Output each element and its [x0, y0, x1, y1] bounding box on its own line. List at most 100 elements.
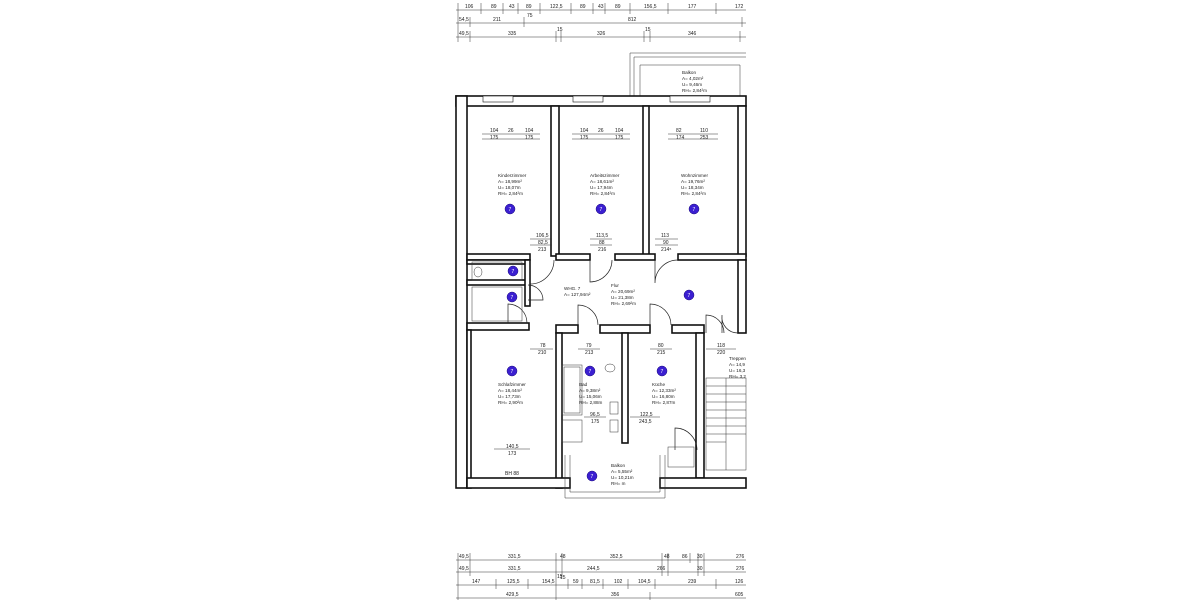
dim-top-row3-3: 15: [557, 27, 563, 33]
stair-perimeter: U= 16,3: [729, 368, 746, 373]
kueche-marker: [656, 365, 668, 377]
stair-height: RH= 3,2: [729, 374, 746, 379]
dim-bottom-row2-5: 266: [657, 566, 666, 572]
bad-marker: [584, 365, 596, 377]
dim-top-row3-1: 49,5: [459, 31, 469, 37]
dim-bottom-5: 48: [664, 554, 670, 560]
kueche-d1: 243,5: [639, 419, 652, 425]
dim-bottom-row2-1: 49,5: [459, 566, 469, 572]
door-dimensions-lower: 78 210 79 213 80 215 118 220: [530, 343, 736, 356]
room-flur: WHG. 7 A= 127,94m² Flur A= 20,69m² U= 21…: [564, 283, 695, 306]
arbeit-marker: [595, 203, 607, 215]
kitchen-counter-icon: [667, 446, 695, 468]
kinder-height: RH= 2,84²m: [498, 191, 523, 196]
bad-name: Bad: [579, 382, 588, 387]
dim-top-row3-5: 15: [645, 27, 651, 33]
door-wohn-c: 214⁵: [661, 247, 671, 253]
door-swings: [507, 259, 739, 451]
abstell-marker: [506, 291, 518, 303]
dim-top-1: 106: [465, 4, 474, 10]
abstell-marker-label: 7: [511, 295, 514, 301]
dim-top-8: 89: [615, 4, 621, 10]
door-bad-b: 213: [585, 350, 594, 356]
dim-top-11: 172: [735, 4, 744, 10]
dim-bottom-row3-4: 15: [560, 575, 566, 581]
door-arbeit-a: 113,5: [596, 233, 608, 239]
dim-bottom-row3-7: 102: [614, 579, 623, 585]
balkon-bottom-name: Balkon: [611, 463, 625, 468]
wohn-name: Wohnzimmer: [681, 173, 708, 178]
shower-icon: [561, 419, 583, 443]
kueche-area: A= 12,33m²: [652, 388, 676, 393]
kinder-w2: 26: [508, 128, 514, 134]
dim-bottom-row3-3: 154,5: [542, 579, 555, 585]
dim-bottom-row2-6: 30: [697, 566, 703, 572]
arbeit-d1: 175: [580, 135, 589, 141]
dim-bottom-row3-1: 147: [472, 579, 481, 585]
top-dimension-chain: 106 89 43 89 122,5 89 43 89 156,5 177 17…: [456, 3, 746, 42]
door-kueche-b: 215: [657, 350, 666, 356]
dim-top-10: 177: [688, 4, 697, 10]
kinder-name: Kinderzimmer: [498, 173, 527, 178]
room-abstell: 7: [506, 291, 518, 303]
schlaf-bh: BH 88: [505, 471, 519, 477]
kinder-d2: 175: [525, 135, 534, 141]
sink-icon: [609, 401, 619, 415]
dim-top-row2-3: 75: [527, 13, 533, 19]
dim-top-3: 43: [509, 4, 515, 10]
schlaf-w1: 140,5: [506, 444, 519, 450]
kinder-d1: 175: [490, 135, 499, 141]
balcony-top-area: A= 4,02m²: [682, 76, 704, 81]
kueche-name: Küche: [652, 382, 665, 387]
dim-bottom-row4-2: 356: [611, 592, 620, 598]
kinder-area: A= 18,99m²: [498, 179, 522, 184]
arbeit-w3: 104: [615, 128, 624, 134]
wohn-w2: 110: [700, 128, 708, 134]
room-wohnzimmer: 82 110 174 253 Wohnzimmer A= 19,76m² U= …: [668, 128, 718, 215]
schlaf-area: A= 18,44m²: [498, 388, 522, 393]
balkon-bottom-marker-label: 7: [591, 474, 594, 480]
whg-area: A= 127,94m²: [564, 292, 591, 297]
door-kinder-b: 82,5: [538, 240, 548, 246]
arbeit-w2: 26: [598, 128, 604, 134]
arbeit-height: RH= 2,84²m: [590, 191, 615, 196]
dim-top-row2-1: 54,5: [459, 17, 469, 23]
schlaf-name: Schlafzimmer: [498, 382, 526, 387]
balcony-top-perimeter: U= 9,46m: [682, 82, 702, 87]
wohn-d1: 174: [676, 135, 685, 141]
whg-name: WHG. 7: [564, 286, 581, 291]
door-kinder-a: 106,5: [536, 233, 549, 239]
kueche-perimeter: U= 16,80m: [652, 394, 675, 399]
fixtures: [471, 261, 695, 468]
bad-area: A= 9,38m²: [579, 388, 601, 393]
wc-toilet-icon: [473, 266, 483, 278]
balkon-bottom-perimeter: U= 10,21m: [611, 475, 634, 480]
dim-bottom-7: 30: [697, 554, 703, 560]
door-wohn-a: 113: [661, 233, 669, 239]
arbeit-d2: 175: [615, 135, 624, 141]
dim-top-6: 89: [580, 4, 586, 10]
dim-bottom-6: 86: [682, 554, 688, 560]
schlaf-marker-label: 7: [511, 369, 514, 375]
schlaf-perimeter: U= 17,73m: [498, 394, 521, 399]
arbeit-perimeter: U= 17,94m: [590, 185, 613, 190]
dim-bottom-row3-8: 104,5: [638, 579, 651, 585]
bottom-dimension-chain: 49,5 331,5 48 352,5 48 86 30 276 49,5 33…: [456, 553, 746, 600]
dim-bottom-row3-2: 125,5: [507, 579, 520, 585]
dim-bottom-8: 276: [736, 554, 745, 560]
flur-perimeter: U= 21,38m: [611, 295, 634, 300]
wohn-height: RH= 2,84²m: [681, 191, 706, 196]
door-kueche-a: 80: [658, 343, 664, 349]
kinder-w1: 104: [490, 128, 499, 134]
dim-bottom-row4-3: 605: [735, 592, 744, 598]
bathtub-icon: [561, 364, 583, 416]
door-schlaf-b: 210: [538, 350, 547, 356]
balkon-bottom-marker: [586, 470, 598, 482]
dim-top-5: 122,5: [550, 4, 563, 10]
schlaf-marker: [506, 365, 518, 377]
flur-area: A= 20,69m²: [611, 289, 635, 294]
dim-top-row3-2: 335: [508, 31, 517, 37]
wohn-w1: 82: [676, 128, 682, 134]
room-arbeitszimmer: 104 26 104 175 175 Arbeitszimmer A= 18,6…: [572, 128, 630, 215]
